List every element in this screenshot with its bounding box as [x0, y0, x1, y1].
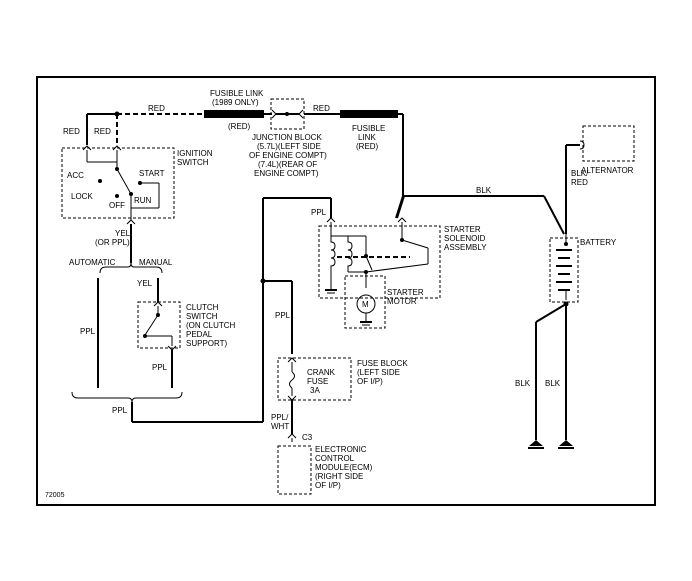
- label-manual: MANUAL: [139, 258, 173, 267]
- label-motor-m: M: [362, 300, 369, 309]
- ignition-switch: [61, 145, 175, 225]
- label-ppl-wht2: WHT: [271, 422, 289, 431]
- label-alternator: ALTERNATOR: [581, 166, 634, 175]
- label-ppl-starter: PPL: [311, 208, 327, 217]
- label-starter: STARTER: [444, 225, 481, 234]
- label-blk-left: BLK: [515, 379, 531, 388]
- label-fb-of-ip: OF I/P): [357, 377, 383, 386]
- label-red-alt: RED: [571, 178, 588, 187]
- label-red-left-link: (RED): [228, 122, 251, 131]
- label-electronic: ELECTRONIC: [315, 445, 367, 454]
- label-jb-74l: (7.4L)(REAR OF: [258, 160, 317, 169]
- label-fusible-right2: LINK: [358, 133, 376, 142]
- alternator: [579, 125, 635, 162]
- label-starter-motor1: STARTER: [387, 288, 424, 297]
- label-junction-block: JUNCTION BLOCK: [252, 133, 322, 142]
- label-switch2: SWITCH: [186, 312, 218, 321]
- label-pedal: PEDAL: [186, 330, 213, 339]
- label-fusible-link-top: FUSIBLE LINK: [210, 89, 264, 98]
- label-ppl-clutch: PPL: [152, 363, 168, 372]
- label-lock: LOCK: [71, 192, 93, 201]
- label-off: OFF: [109, 201, 125, 210]
- label-yel2: YEL: [137, 279, 153, 288]
- label-battery: BATTERY: [580, 238, 617, 247]
- label-yel: YEL: [115, 229, 131, 238]
- label-blk-right: BLK: [545, 379, 561, 388]
- label-clutch: CLUTCH: [186, 303, 219, 312]
- label-acc: ACC: [67, 171, 84, 180]
- label-jb-engine-compt: OF ENGINE COMPT): [249, 151, 327, 160]
- label-jb-engine-compt2: ENGINE COMPT): [254, 169, 319, 178]
- diagram-frame: [36, 76, 656, 506]
- label-blk-top: BLK: [476, 186, 492, 195]
- red-feed-wiring: [86, 98, 404, 196]
- clutch-switch: [137, 301, 181, 351]
- label-fuse: FUSE: [307, 377, 328, 386]
- label-ppl-left: PPL: [80, 327, 96, 336]
- label-right-side: (RIGHT SIDE: [315, 472, 363, 481]
- fusible-link-right: [340, 110, 398, 118]
- label-c3: C3: [302, 433, 313, 442]
- label-assembly: ASSEMBLY: [444, 243, 487, 252]
- battery: [549, 234, 579, 303]
- starter-solenoid: [318, 217, 441, 299]
- fuse-block: [277, 357, 352, 401]
- label-fuse-amp: 3A: [310, 386, 320, 395]
- label-automatic: AUTOMATIC: [69, 258, 116, 267]
- label-of-ip: OF I/P): [315, 481, 341, 490]
- label-fb-left-side: (LEFT SIDE: [357, 368, 400, 377]
- label-fusible-right1: FUSIBLE: [352, 124, 385, 133]
- label-fusible-right3: (RED): [356, 142, 379, 151]
- label-red-wire-top: RED: [148, 104, 165, 113]
- label-red-wire-right: RED: [313, 104, 330, 113]
- starter-motor: [344, 272, 386, 329]
- ground-right: [559, 440, 573, 446]
- label-ppl-bottom: PPL: [112, 406, 128, 415]
- label-support: SUPPORT): [186, 339, 228, 348]
- label-solenoid: SOLENOID: [444, 234, 486, 243]
- label-crank: CRANK: [307, 368, 336, 377]
- label-blk-red: BLK/: [571, 169, 589, 178]
- label-1989-only: (1989 ONLY): [212, 98, 259, 107]
- label-on-clutch: (ON CLUTCH: [186, 321, 236, 330]
- label-red-left1: RED: [63, 127, 80, 136]
- label-start: START: [139, 169, 165, 178]
- label-or-ppl: (OR PPL): [95, 238, 130, 247]
- ground-left: [529, 440, 543, 446]
- figure-number: 72005: [45, 492, 65, 499]
- fusible-link-1989: [204, 110, 264, 118]
- ecm-module: [277, 445, 312, 495]
- label-starter-motor2: MOTOR: [387, 297, 417, 306]
- label-red-left2: RED: [94, 127, 111, 136]
- labels: FUSIBLE LINK (1989 ONLY) (RED) RED RED R…: [45, 89, 634, 499]
- label-switch: SWITCH: [177, 158, 209, 167]
- label-fuse-block: FUSE BLOCK: [357, 359, 408, 368]
- label-ppl-mid: PPL: [275, 311, 291, 320]
- label-ignition: IGNITION: [177, 149, 213, 158]
- label-jb-57l: (5.7L)(LEFT SIDE: [257, 142, 321, 151]
- label-module-ecm: MODULE(ECM): [315, 463, 373, 472]
- label-control: CONTROL: [315, 454, 355, 463]
- label-ppl-wht1: PPL/: [271, 413, 289, 422]
- label-run: RUN: [134, 196, 152, 205]
